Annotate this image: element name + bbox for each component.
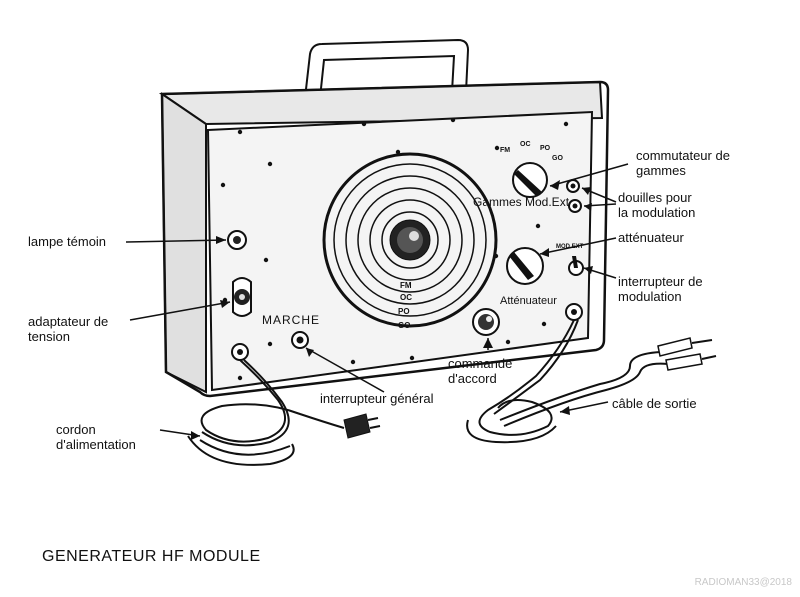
band-label-oc: OC (400, 293, 412, 302)
cabinet-body (160, 80, 610, 398)
output-cable (466, 319, 669, 444)
attenuator-knob (506, 247, 544, 285)
leader-arrows (191, 180, 593, 440)
tuning-dial (322, 152, 498, 328)
band-selector-knob (512, 162, 548, 198)
band-selector-scale: FM OC PO GO (500, 141, 563, 162)
band-scale-fm: FM (500, 147, 510, 154)
leader-lampe (125, 239, 227, 243)
main-switch (291, 331, 309, 349)
label-cable-sortie: câble de sortie (612, 396, 697, 411)
leader-commutateur (549, 163, 629, 187)
band-scale-po: PO (540, 145, 551, 152)
dial-knob (389, 219, 431, 261)
panel-label-attenuateur: Atténuateur (500, 295, 557, 307)
panel-label-marche: MARCHE (262, 313, 320, 327)
pilot-lamp (227, 230, 247, 250)
label-lampe-temoin: lampe témoin (28, 234, 107, 249)
watermark: RADIOMAN33@2018 (694, 577, 792, 588)
power-cord (187, 359, 345, 466)
output-socket (565, 303, 583, 321)
panel-label-gammes: Gammes Mod.Ext (473, 195, 570, 209)
label-interrupteur-general: interrupteur général (320, 391, 434, 406)
output-probe-tips (657, 337, 717, 371)
leader-interrupteur-general (305, 347, 385, 393)
voltage-adapter (232, 277, 252, 317)
band-label-po: PO (398, 307, 410, 316)
band-scale-go: GO (552, 155, 563, 162)
tuning-knob (472, 308, 500, 336)
band-label-go: GO (398, 321, 410, 330)
leader-adaptateur (129, 301, 231, 321)
label-adaptateur: adaptateur de tension (28, 314, 109, 344)
panel-screws (220, 117, 569, 381)
power-plug (343, 413, 381, 439)
band-label-fm: FM (400, 281, 412, 290)
leader-attenuateur (539, 237, 617, 255)
power-socket (231, 343, 249, 361)
label-commutateur: commutateur de gammes (636, 148, 730, 178)
cabinet-left (160, 92, 207, 394)
modulation-toggle (568, 256, 584, 276)
figure-title: GENERATEUR HF MODULE (42, 548, 261, 565)
label-cordon: cordon d'alimentation (56, 422, 136, 452)
label-interrupteur-modulation: interrupteur de modulation (618, 274, 703, 304)
modulation-sockets (566, 179, 582, 213)
label-commande-accord: commande d'accord (448, 356, 513, 386)
label-attenuateur: atténuateur (618, 230, 684, 245)
band-scale-oc: OC (520, 141, 531, 148)
label-douilles: douilles pour la modulation (618, 190, 696, 220)
